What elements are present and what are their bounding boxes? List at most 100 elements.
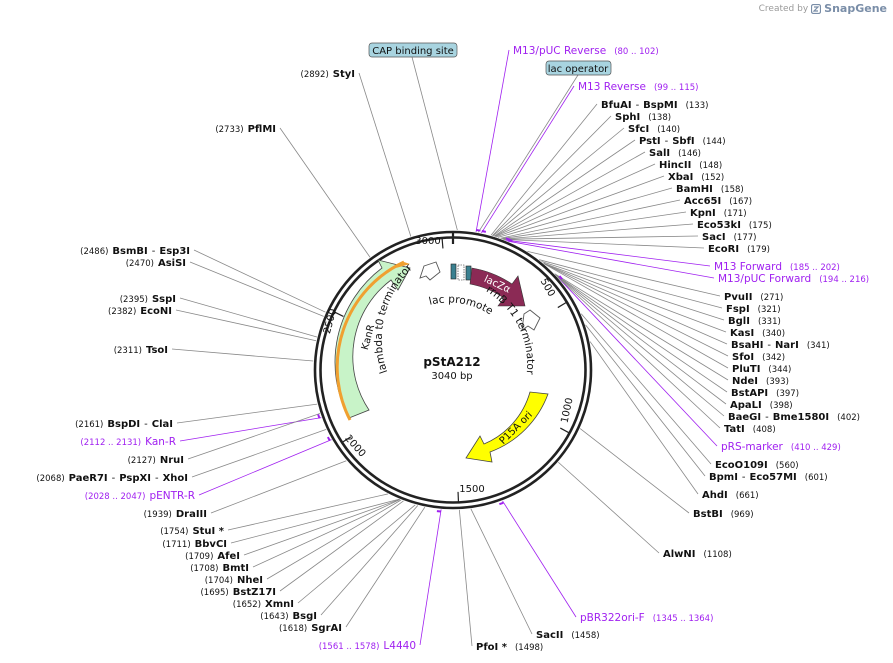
site-label-part: AfeI <box>217 551 240 562</box>
site-label[interactable]: AhdI(661) <box>702 490 759 501</box>
site-label[interactable]: (2127)NruI <box>128 455 184 466</box>
leader-line <box>500 199 681 239</box>
site-label[interactable]: (1711)BbvCI <box>162 539 227 550</box>
site-label[interactable]: BstAPI(397) <box>731 388 799 399</box>
site-label[interactable]: (2382)EcoNI <box>108 306 172 317</box>
site-label[interactable]: ApaLI(398) <box>730 400 793 411</box>
site-label[interactable]: M13/pUC Forward(194 .. 216) <box>718 273 869 285</box>
site-label[interactable]: BsaHI-NarI(341) <box>731 340 830 351</box>
site-label-part: BaeGI <box>728 412 761 423</box>
site-label-part: PfoI * <box>476 642 508 653</box>
site-label[interactable]: (2311)TsoI <box>114 345 168 356</box>
leader-line <box>187 413 321 460</box>
site-label[interactable]: (1695)BstZ17I <box>200 587 276 598</box>
site-label[interactable]: (2892)StyI <box>301 69 356 80</box>
lac-operator-box[interactable] <box>465 265 472 281</box>
site-label[interactable]: BpmI-Eco57MI(601) <box>709 472 828 483</box>
site-label[interactable]: BglI(331) <box>728 316 781 327</box>
site-label[interactable]: SacII(1458) <box>536 630 600 641</box>
site-label[interactable]: Acc65I(167) <box>684 196 752 207</box>
site-label-part: (1708) <box>190 564 218 574</box>
site-label-part: SphI <box>615 112 640 123</box>
site-label[interactable]: SacI(177) <box>702 232 756 243</box>
site-label[interactable]: TatI(408) <box>724 424 776 435</box>
lacz-alpha-feature-arrow[interactable] <box>469 267 526 307</box>
site-label-part: SacI <box>702 232 726 243</box>
lac-operator-tag-text: lac operator <box>548 64 609 75</box>
site-label[interactable]: BaeGI-Bme1580I(402) <box>728 412 860 423</box>
site-label-part: (1618) <box>279 624 307 634</box>
site-label[interactable]: M13 Reverse(99 .. 115) <box>578 81 698 93</box>
site-label-part: (140) <box>657 125 680 135</box>
site-label[interactable]: NdeI(393) <box>732 376 789 387</box>
site-label-part: Acc65I <box>684 196 721 207</box>
site-label[interactable]: EcoRI(179) <box>708 244 770 255</box>
site-label[interactable]: (2733)PflMI <box>215 124 276 135</box>
leader-line <box>492 115 612 236</box>
site-label[interactable]: PstI-SbfI(144) <box>639 136 726 147</box>
lambda-t0-terminator-arrow[interactable] <box>419 261 441 281</box>
p15a-ori-feature-arrow[interactable] <box>465 391 549 463</box>
site-label[interactable]: (1709)AfeI <box>185 551 240 562</box>
site-label[interactable]: AlwNI(1108) <box>663 549 732 560</box>
site-label[interactable]: pRS-marker(410 .. 429) <box>721 441 841 453</box>
site-label[interactable]: (1704)NheI <box>205 575 263 586</box>
site-label[interactable]: (1618)SgrAI <box>279 623 342 634</box>
site-label[interactable]: (1754)StuI * <box>160 526 225 537</box>
leader-line <box>543 262 727 333</box>
site-label[interactable]: PvuII(271) <box>724 292 783 303</box>
site-label[interactable]: SalI(146) <box>649 148 701 159</box>
lac-promoter-box[interactable] <box>457 264 465 281</box>
site-label-part: XbaI <box>668 172 693 183</box>
site-label[interactable]: SphI(138) <box>615 112 671 123</box>
site-label[interactable]: (2486)BsmBI-Esp3I <box>80 246 190 257</box>
site-label[interactable]: PluTI(344) <box>732 364 791 375</box>
site-label[interactable]: EcoO109I(560) <box>715 460 799 471</box>
site-label-part: (1643) <box>260 612 288 622</box>
rrnb-t1-terminator-arrow[interactable] <box>521 309 541 331</box>
site-label[interactable]: M13/pUC Reverse(80 .. 102) <box>513 45 659 57</box>
primer-mark <box>499 501 504 506</box>
site-label-part: XmnI <box>265 599 294 610</box>
site-label[interactable]: KpnI(171) <box>690 208 747 219</box>
site-label[interactable]: (1708)BmtI <box>190 563 249 574</box>
site-label[interactable]: SfcI(140) <box>628 124 680 135</box>
leader-line <box>193 249 326 313</box>
site-label[interactable]: (2395)SspI <box>120 294 176 305</box>
site-label-part: (148) <box>699 161 722 171</box>
site-label[interactable]: (1561 .. 1578)L4440 <box>319 640 416 652</box>
primer-mark <box>481 229 487 233</box>
leader-line <box>580 313 712 465</box>
site-label-part: BsaHI <box>731 340 763 351</box>
cap-binding-site-box[interactable] <box>450 263 457 280</box>
site-label[interactable]: (2470)AsiSI <box>126 258 186 269</box>
site-label[interactable]: HincII (148) <box>659 160 722 171</box>
site-label[interactable]: Eco53kI(175) <box>697 220 772 231</box>
site-label[interactable]: KasI(340) <box>730 328 785 339</box>
leader-line <box>503 235 699 240</box>
site-label[interactable]: SfoI(342) <box>732 352 785 363</box>
site-label[interactable]: PfoI *(1498) <box>476 642 543 653</box>
site-label[interactable]: (2112 .. 2131)Kan-R <box>80 436 176 448</box>
leader-line <box>556 275 725 417</box>
site-label[interactable]: (1643)BsgI <box>260 611 317 622</box>
site-label[interactable]: BfuAI-BspMI(133) <box>601 100 708 111</box>
site-label-part: HincII <box>659 160 691 171</box>
site-label[interactable]: BamHI(158) <box>676 184 744 195</box>
site-label[interactable]: (2161)BspDI-ClaI <box>75 419 173 430</box>
site-label[interactable]: (1939)DraIII <box>144 509 207 520</box>
leader-line <box>557 277 718 447</box>
site-label[interactable]: M13 Forward(185 .. 202) <box>714 261 840 273</box>
site-label[interactable]: FspI(321) <box>726 304 781 315</box>
snapgene-credit: Created by SnapGene <box>759 2 887 15</box>
site-label[interactable]: BstBI(969) <box>693 509 754 520</box>
site-label[interactable]: pBR322ori-F(1345 .. 1364) <box>580 612 713 624</box>
site-label[interactable]: (2028 .. 2047)pENTR-R <box>85 490 195 502</box>
site-label-part: PstI <box>639 136 661 147</box>
site-label-part: StuI * <box>192 526 224 537</box>
site-label[interactable]: (1652)XmnI <box>233 599 294 610</box>
leader-line <box>494 163 656 237</box>
site-label[interactable]: XbaI(152) <box>668 172 724 183</box>
site-label[interactable]: (2068)PaeR7I-PspXI-XhoI <box>36 473 188 484</box>
